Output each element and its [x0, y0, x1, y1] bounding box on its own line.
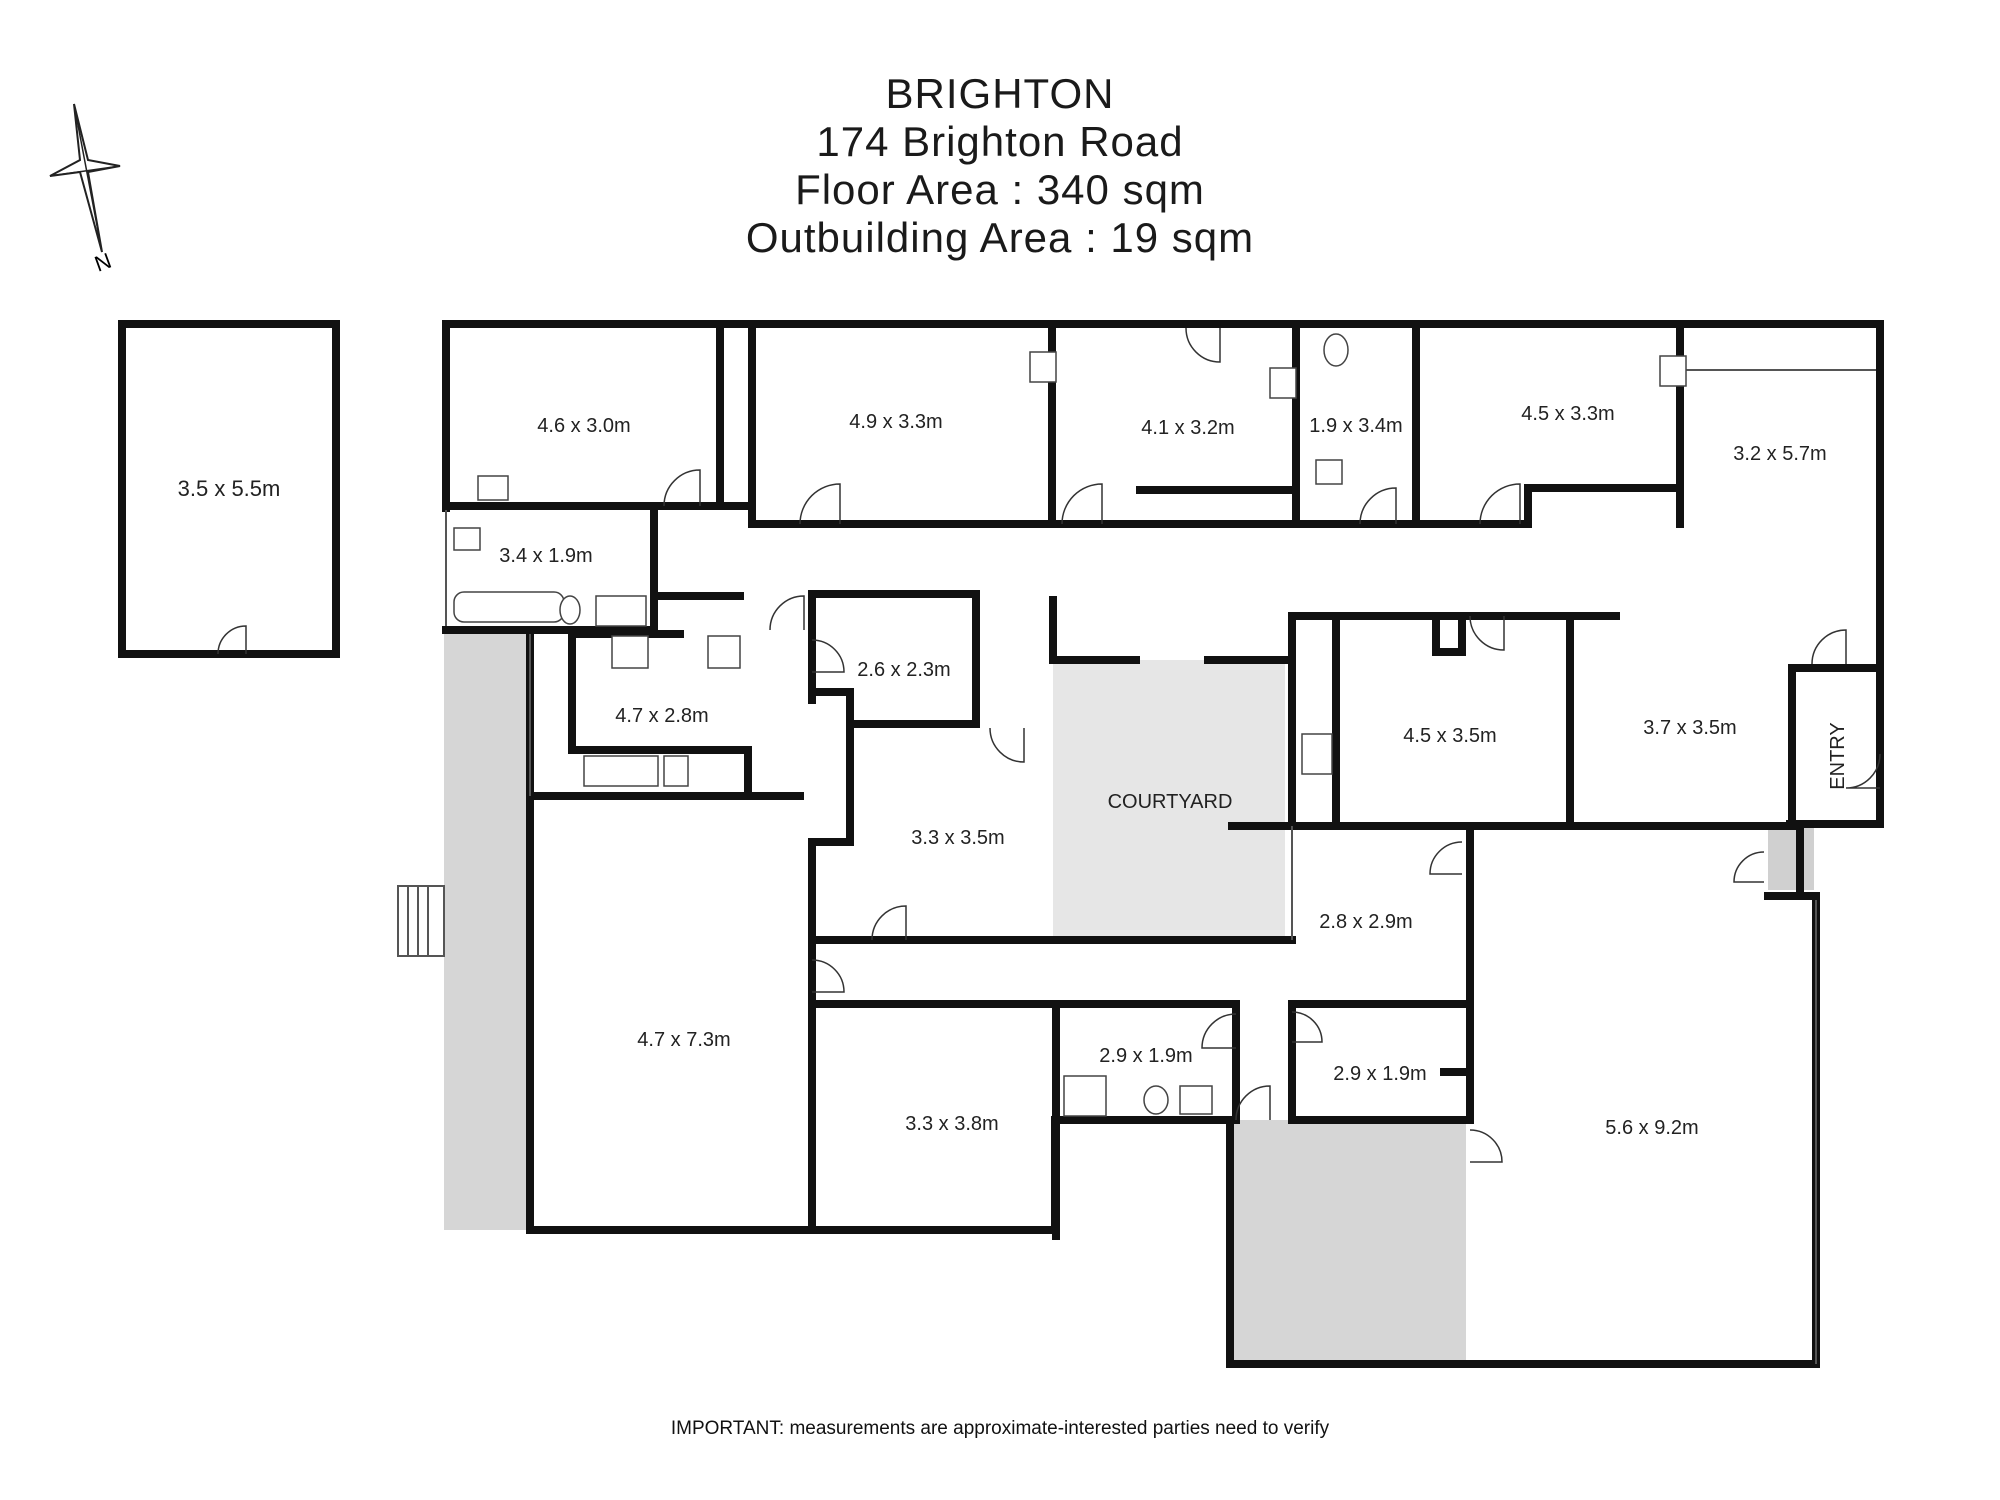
label-garage: 5.6 x 9.2m	[1605, 1117, 1698, 1139]
basin-icon-wc	[1179, 1085, 1213, 1115]
courtyard-area	[1053, 660, 1285, 938]
label-living: 4.7 x 7.3m	[637, 1029, 730, 1051]
label-ensuite-small: 1.9 x 3.4m	[1309, 415, 1402, 437]
doors	[217, 327, 1881, 1163]
outbuilding-walls	[118, 320, 340, 658]
plan-title: BRIGHTON	[885, 70, 1115, 117]
title-block: BRIGHTON 174 Brighton Road Floor Area : …	[0, 70, 2000, 262]
basin-icon-bed3	[1269, 367, 1297, 399]
label-bed-3: 4.1 x 3.2m	[1141, 417, 1234, 439]
label-bed-4: 4.5 x 3.3m	[1521, 403, 1614, 425]
label-wc-b: 2.9 x 1.9m	[1333, 1063, 1426, 1085]
label-kitchen: 4.7 x 2.8m	[615, 705, 708, 727]
label-entry: ENTRY	[1827, 722, 1849, 789]
label-room-ne: 3.2 x 5.7m	[1733, 443, 1826, 465]
label-courtyard: COURTYARD	[1108, 791, 1233, 813]
label-wc-a: 2.9 x 1.9m	[1099, 1045, 1192, 1067]
compass-icon: N	[49, 103, 121, 277]
disclaimer-note: IMPORTANT: measurements are approximate-…	[670, 1418, 1330, 1439]
label-room-37x35: 3.7 x 3.5m	[1643, 717, 1736, 739]
basin-icon	[453, 527, 481, 551]
basin-icon-ensuite	[1315, 459, 1343, 485]
veranda-shaded	[444, 634, 530, 1230]
floor-area: Floor Area : 340 sqm	[795, 166, 1205, 213]
bathtub-icon	[453, 591, 565, 623]
label-hall-28x29: 2.8 x 2.9m	[1319, 911, 1412, 933]
basin-icon-bed1	[477, 475, 509, 501]
toilet-icon	[559, 595, 581, 625]
sink-icon	[583, 755, 659, 787]
main-walls	[442, 320, 1884, 1368]
shower-icon-wc	[1063, 1075, 1107, 1117]
rear-shaded-area	[1230, 1120, 1466, 1364]
label-bed-2: 4.9 x 3.3m	[849, 411, 942, 433]
basin-icon-laundry	[1301, 733, 1333, 775]
shower-icon	[595, 595, 647, 627]
label-room-center: 3.3 x 3.5m	[911, 827, 1004, 849]
label-room-45x35: 4.5 x 3.5m	[1403, 725, 1496, 747]
label-outbuilding: 3.5 x 5.5m	[178, 476, 281, 501]
toilet-icon-ensuite	[1323, 333, 1349, 367]
fixtures	[453, 333, 1687, 1117]
label-bed-sw: 3.3 x 3.8m	[905, 1113, 998, 1135]
basin-icon-bed2	[1029, 351, 1057, 383]
label-bed-nw: 4.6 x 3.0m	[537, 415, 630, 437]
outbuilding-area: Outbuilding Area : 19 sqm	[745, 214, 1255, 261]
fan-icon	[707, 635, 741, 669]
entry-step-shaded	[1768, 828, 1814, 890]
compass-north-label: N	[91, 248, 114, 277]
toilet-icon-wc	[1143, 1085, 1169, 1115]
basin-icon-bed4	[1659, 355, 1687, 387]
plan-address: 174 Brighton Road	[816, 118, 1184, 165]
label-study: 2.6 x 2.3m	[857, 659, 950, 681]
label-bath: 3.4 x 1.9m	[499, 545, 592, 567]
cooktop-icon	[611, 635, 649, 669]
veranda-steps	[397, 885, 445, 957]
dishwasher-icon	[663, 755, 689, 787]
